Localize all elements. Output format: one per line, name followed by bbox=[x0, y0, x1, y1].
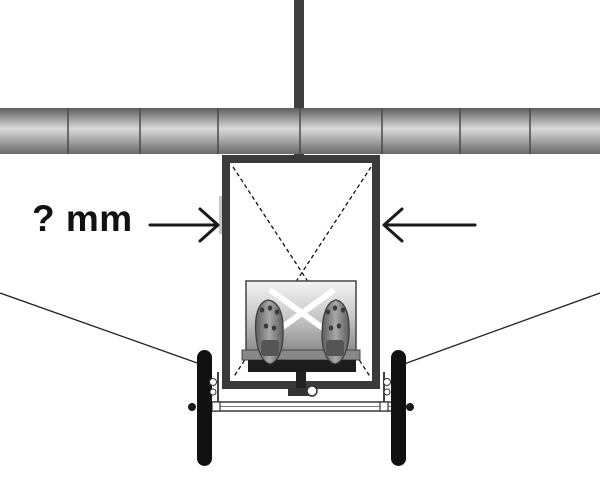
measurement-label: ? mm bbox=[32, 198, 133, 239]
right-wheel bbox=[383, 350, 406, 466]
seat-assembly bbox=[241, 280, 361, 372]
center-hub bbox=[288, 372, 318, 397]
left-pedal-sole bbox=[254, 299, 284, 365]
left-wheel bbox=[197, 350, 217, 466]
mast bbox=[294, 0, 304, 160]
measurement-arrow-right bbox=[382, 207, 477, 243]
right-pedal-sole bbox=[321, 299, 350, 365]
wing bbox=[0, 108, 600, 154]
rigging-wires bbox=[0, 292, 600, 365]
measurement-arrow-left bbox=[148, 207, 220, 243]
